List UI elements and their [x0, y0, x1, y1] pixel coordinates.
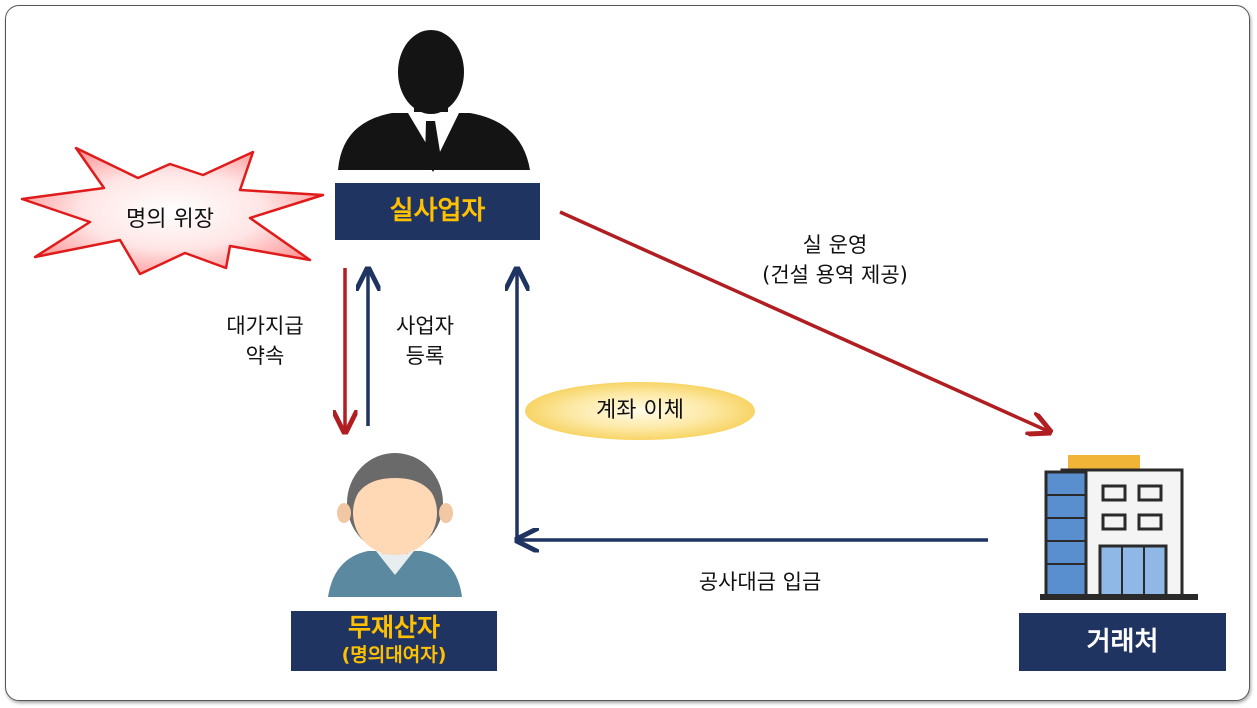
nominee-sublabel: (명의대여자): [341, 644, 447, 666]
nominee-person-icon: [328, 453, 462, 597]
nominee-label: 무재산자: [347, 613, 440, 642]
operation-label-line1: 실 운영: [802, 233, 868, 257]
transfer-label: 계좌 이체: [596, 398, 684, 423]
owner-label: 실사업자: [389, 196, 486, 226]
promise-label-line2: 약속: [245, 344, 285, 368]
diagram-frame: [5, 5, 1250, 701]
client-label: 거래처: [1086, 627, 1159, 657]
operation-label: 실 운영 (건설 용역 제공): [720, 230, 950, 290]
impersonation-label: 명의 위장: [126, 207, 214, 232]
register-label-line2: 등록: [405, 344, 445, 368]
nominee-box: 무재산자 (명의대여자): [291, 611, 497, 671]
client-box: 거래처: [1019, 613, 1226, 671]
owner-box: 실사업자: [335, 183, 540, 240]
register-label-line1: 사업자: [396, 314, 454, 338]
operation-label-line2: (건설 용역 제공): [762, 263, 908, 287]
businessman-icon: [338, 30, 530, 172]
register-label: 사업자 등록: [370, 311, 480, 371]
transfer-oval: [525, 382, 755, 440]
promise-label-line1: 대가지급: [226, 314, 304, 338]
impersonation-burst-shape: [20, 146, 325, 276]
payment-label: 공사대금 입금: [698, 570, 822, 594]
building-icon: [1040, 455, 1198, 600]
operation-arrow: [559, 210, 1050, 432]
promise-label: 대가지급 약속: [190, 311, 340, 371]
